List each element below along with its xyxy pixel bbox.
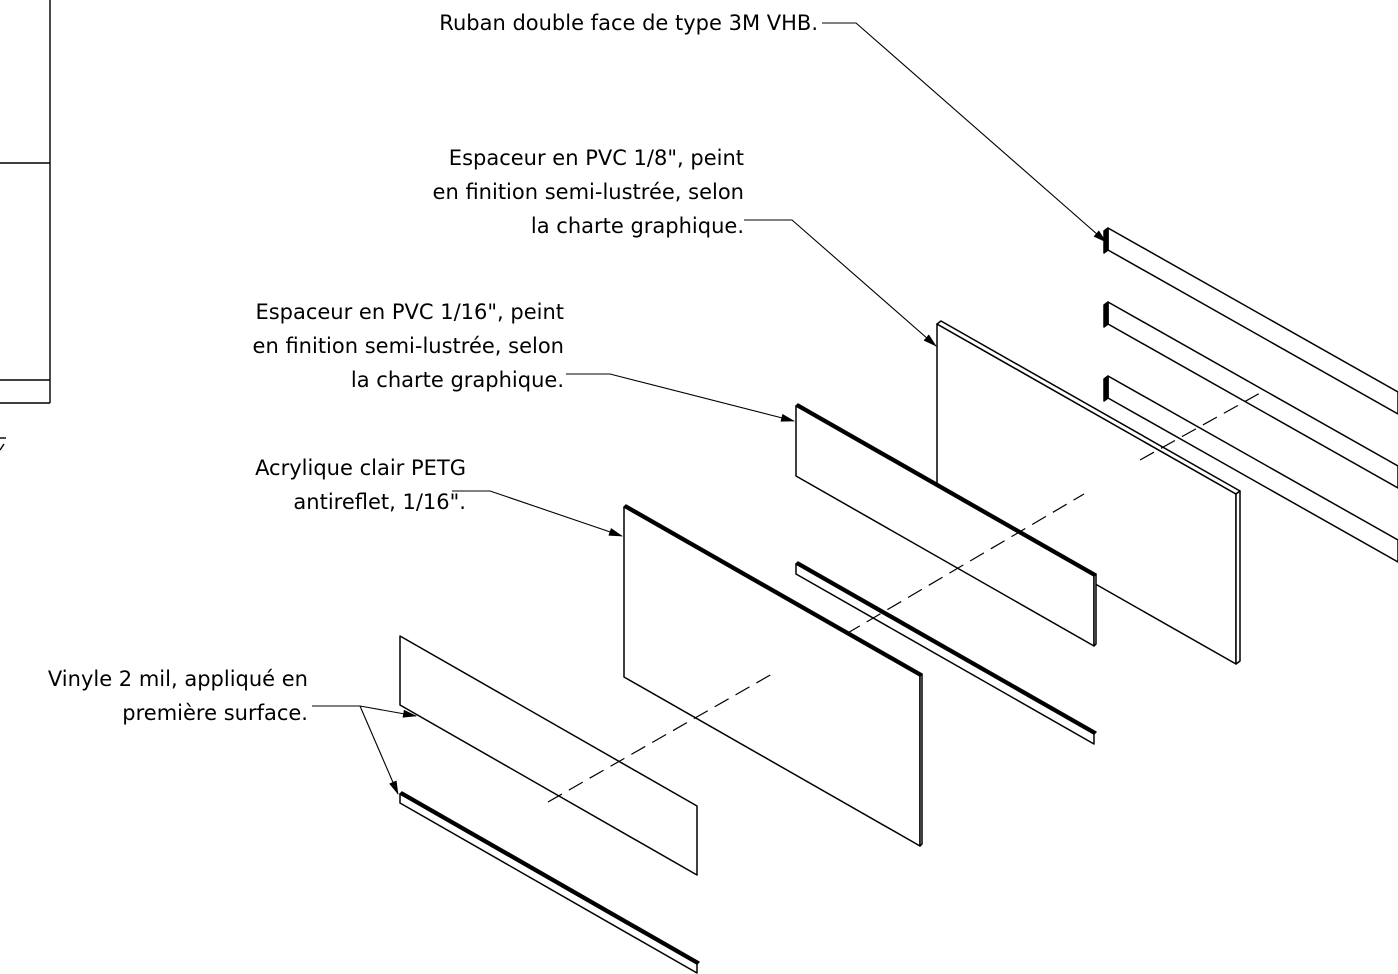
callout-vinyle: Vinyle 2 mil, appliqué en première surfa… xyxy=(48,662,308,730)
callout-vinyle-line-1: Vinyle 2 mil, appliqué en xyxy=(47,667,308,691)
callout-espaceur-1-16-line-1: Espaceur en PVC 1/16", peint xyxy=(255,300,564,324)
callout-vinyle-line-2: première surface. xyxy=(122,701,308,725)
leader-espaceur-1-16 xyxy=(566,373,795,422)
callout-espaceur-1-8-line-1: Espaceur en PVC 1/8", peint xyxy=(448,146,744,170)
leader-ruban xyxy=(822,22,1107,243)
callout-acrylique-line-2: antireflet, 1/16". xyxy=(293,490,466,514)
vinyl-panel xyxy=(399,635,698,876)
callout-acrylique: Acrylique clair PETG antireflet, 1/16". xyxy=(255,451,466,519)
callout-ruban-line-1: Ruban double face de type 3M VHB. xyxy=(439,11,818,35)
spacer-panel-1-16 xyxy=(795,403,1097,647)
spacer-panel-1-8 xyxy=(936,320,1241,665)
callout-espaceur-1-16: Espaceur en PVC 1/16", peint en finition… xyxy=(253,295,564,397)
leader-vinyle-b xyxy=(359,705,399,795)
tape-strip-bottom xyxy=(1103,375,1398,563)
callout-espaceur-1-8: Espaceur en PVC 1/8", peint en finition … xyxy=(433,141,744,243)
vinyl-strip xyxy=(399,791,700,974)
leader-lines xyxy=(312,22,1107,795)
partial-view-frame xyxy=(0,0,51,451)
callout-espaceur-1-8-line-3: la charte graphique. xyxy=(530,214,744,238)
tape-strip-top xyxy=(1103,227,1398,415)
center-axis-line xyxy=(547,391,1263,803)
callout-espaceur-1-16-line-3: la charte graphique. xyxy=(350,368,564,392)
spacer-strip xyxy=(795,561,1097,745)
tape-strip-middle xyxy=(1103,301,1398,489)
callout-espaceur-1-8-line-2: en finition semi-lustrée, selon xyxy=(432,180,744,204)
leader-acrylique xyxy=(452,490,623,537)
callout-acrylique-line-1: Acrylique clair PETG xyxy=(255,456,466,480)
callout-espaceur-1-16-line-2: en finition semi-lustrée, selon xyxy=(252,334,564,358)
leader-espaceur-1-8 xyxy=(744,219,937,347)
callout-ruban: Ruban double face de type 3M VHB. xyxy=(439,6,818,40)
